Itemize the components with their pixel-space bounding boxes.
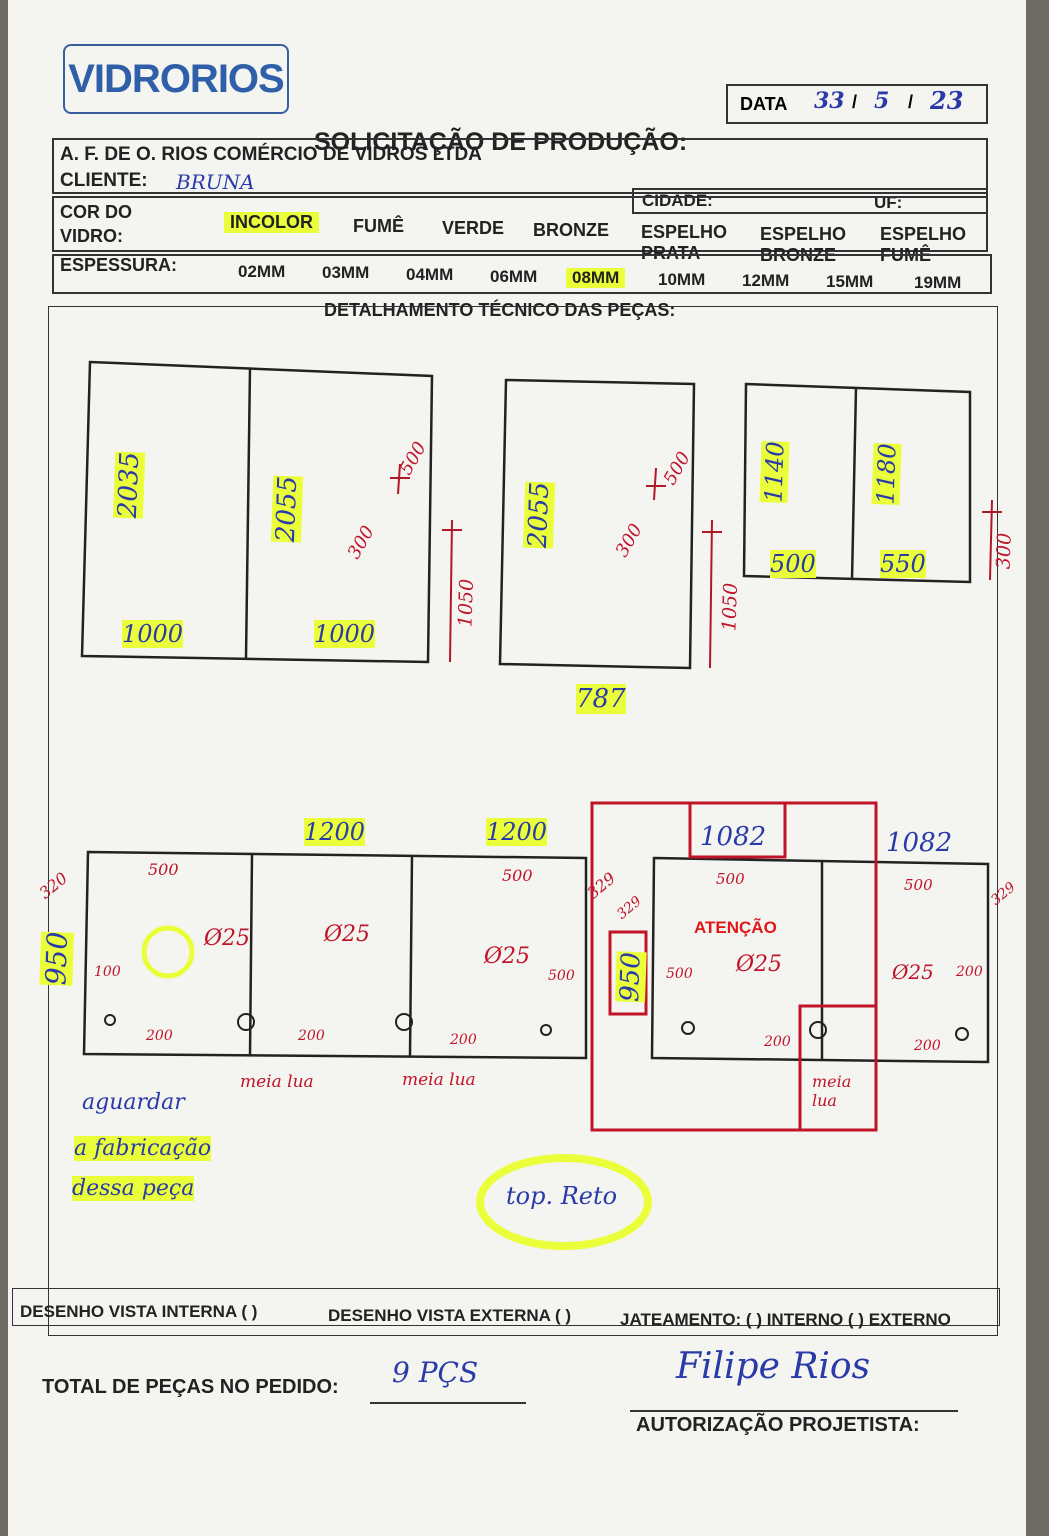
designer-signature: Filipe Rios bbox=[676, 1346, 871, 1387]
form-title: SOLICITAÇÃO DE PRODUÇÃO: bbox=[314, 128, 688, 156]
dim-p5-500c: 500 bbox=[666, 966, 693, 982]
thickness-15: 15MM bbox=[826, 272, 874, 291]
section-title: DETALHAMENTO TÉCNICO DAS PEÇAS: bbox=[324, 300, 676, 320]
glass-color-row bbox=[52, 196, 988, 252]
dim-p1-height-a: 2035 bbox=[112, 451, 146, 519]
drawing-area bbox=[48, 306, 998, 1336]
dim-p1-height-b: 2055 bbox=[270, 475, 304, 543]
thickness-02: 02MM bbox=[238, 262, 286, 281]
dim-p5-200b: 200 bbox=[764, 1034, 791, 1050]
date-year: 23 bbox=[930, 86, 964, 115]
dim-p5-500a: 500 bbox=[716, 870, 745, 888]
jateamento-option: JATEAMENTO: ( ) INTERNO ( ) EXTERNO bbox=[620, 1310, 951, 1329]
city-label: CIDADE: bbox=[642, 191, 713, 210]
view-internal-option: DESENHO VISTA INTERNA ( ) bbox=[20, 1302, 258, 1321]
company-name: A. F. DE O. RIOS COMÉRCIO DE VIDROS LTDA bbox=[60, 144, 482, 165]
dim-p3-width-a: 500 bbox=[770, 550, 816, 578]
date-day: 33 bbox=[814, 88, 845, 114]
date-month: 5 bbox=[874, 88, 890, 114]
dim-p4-200a: 200 bbox=[146, 1028, 173, 1044]
dim-p3-300: 300 bbox=[992, 532, 1016, 570]
dim-p1-width-b: 1000 bbox=[314, 620, 376, 648]
dim-p5-200c: 200 bbox=[914, 1038, 941, 1054]
dim-p4-500c: 500 bbox=[548, 968, 575, 984]
dim-p5-phi-a: Ø25 bbox=[736, 952, 783, 977]
color-option-espelho-prata: ESPELHO PRATA bbox=[641, 222, 728, 263]
thickness-row bbox=[52, 254, 992, 294]
thickness-10: 10MM bbox=[658, 270, 706, 289]
thickness-19: 19MM bbox=[914, 273, 962, 292]
total-pieces-value: 9 PÇS bbox=[392, 1356, 479, 1389]
color-option-fume: FUMÊ bbox=[353, 216, 404, 236]
dim-p4-500a: 500 bbox=[148, 860, 179, 879]
thickness-03: 03MM bbox=[322, 263, 370, 282]
dim-p2-width: 787 bbox=[576, 684, 626, 714]
dim-p4-500b: 500 bbox=[502, 866, 533, 885]
attention-label: ATENÇÃO bbox=[694, 918, 777, 937]
dim-p5-phi-b: Ø25 bbox=[892, 960, 934, 984]
color-label-2: VIDRO: bbox=[60, 226, 123, 246]
company-logo: VIDRORIOS bbox=[63, 44, 289, 114]
dim-p4-phi-b: Ø25 bbox=[324, 922, 371, 947]
dim-p4-width-a: 1200 bbox=[304, 818, 366, 846]
thickness-04: 04MM bbox=[406, 265, 454, 284]
dim-p2-height: 2055 bbox=[522, 481, 556, 549]
view-external-option: DESENHO VISTA EXTERNA ( ) bbox=[328, 1306, 572, 1325]
note-top-reto: top. Reto bbox=[506, 1182, 618, 1210]
dim-p4-200b: 200 bbox=[298, 1028, 325, 1044]
dim-p1-width-a: 1000 bbox=[122, 620, 184, 648]
color-option-verde: VERDE bbox=[442, 218, 505, 238]
dim-p5-500b: 500 bbox=[904, 876, 933, 894]
dim-p4-phi-c: Ø25 bbox=[484, 944, 531, 969]
signature-line bbox=[630, 1410, 958, 1412]
color-option-incolor: INCOLOR bbox=[224, 212, 319, 233]
authorization-label: AUTORIZAÇÃO PROJETISTA: bbox=[636, 1414, 920, 1436]
dim-p5-width-a: 1082 bbox=[700, 822, 767, 852]
dim-p2-1050: 1050 bbox=[718, 582, 743, 632]
dim-p4-phi-a: Ø25 bbox=[204, 926, 251, 951]
dim-p1-1050: 1050 bbox=[454, 578, 479, 628]
total-pieces-label: TOTAL DE PEÇAS NO PEDIDO: bbox=[42, 1376, 339, 1398]
dim-p5-height: 950 bbox=[614, 951, 647, 1003]
dim-p4-100: 100 bbox=[94, 964, 121, 980]
order-sheet: VIDRORIOS DATA 33 / 5 / 23 SOLICITAÇÃO D… bbox=[8, 0, 1026, 1536]
dim-p3-height-a: 1140 bbox=[759, 440, 790, 504]
dim-p5-200a: 200 bbox=[956, 964, 983, 980]
date-label: DATA bbox=[740, 94, 788, 114]
note-line-2: a fabricação bbox=[74, 1136, 212, 1161]
thickness-label: ESPESSURA: bbox=[60, 255, 178, 275]
thickness-06: 06MM bbox=[490, 267, 538, 286]
dim-p4-width-b: 1200 bbox=[486, 818, 548, 846]
total-pieces-line bbox=[370, 1402, 526, 1404]
dim-p4-height: 950 bbox=[39, 931, 75, 986]
note-line-1: aguardar bbox=[82, 1090, 185, 1115]
color-label-1: COR DO bbox=[60, 202, 132, 222]
dim-p4-200c: 200 bbox=[450, 1032, 477, 1048]
client-label: CLIENTE: bbox=[60, 170, 148, 191]
note-meia-lua-1: meia lua bbox=[240, 1072, 314, 1092]
note-meia-lua-2: meia lua bbox=[402, 1070, 476, 1090]
dim-p3-width-b: 550 bbox=[880, 550, 926, 578]
company-client-box bbox=[52, 138, 988, 194]
thickness-12: 12MM bbox=[742, 271, 790, 290]
note-line-3: dessa peça bbox=[72, 1176, 195, 1201]
client-value: BRUNA bbox=[176, 170, 255, 194]
color-option-bronze: BRONZE bbox=[533, 220, 609, 240]
note-meia-lua-3: meia lua bbox=[812, 1072, 852, 1110]
date-field: DATA 33 / 5 / 23 bbox=[726, 84, 988, 124]
footer-options-row bbox=[12, 1288, 1000, 1326]
dim-p5-width-b: 1082 bbox=[886, 828, 953, 858]
dim-p3-height-b: 1180 bbox=[871, 442, 902, 506]
thickness-08: 08MM bbox=[566, 268, 626, 288]
